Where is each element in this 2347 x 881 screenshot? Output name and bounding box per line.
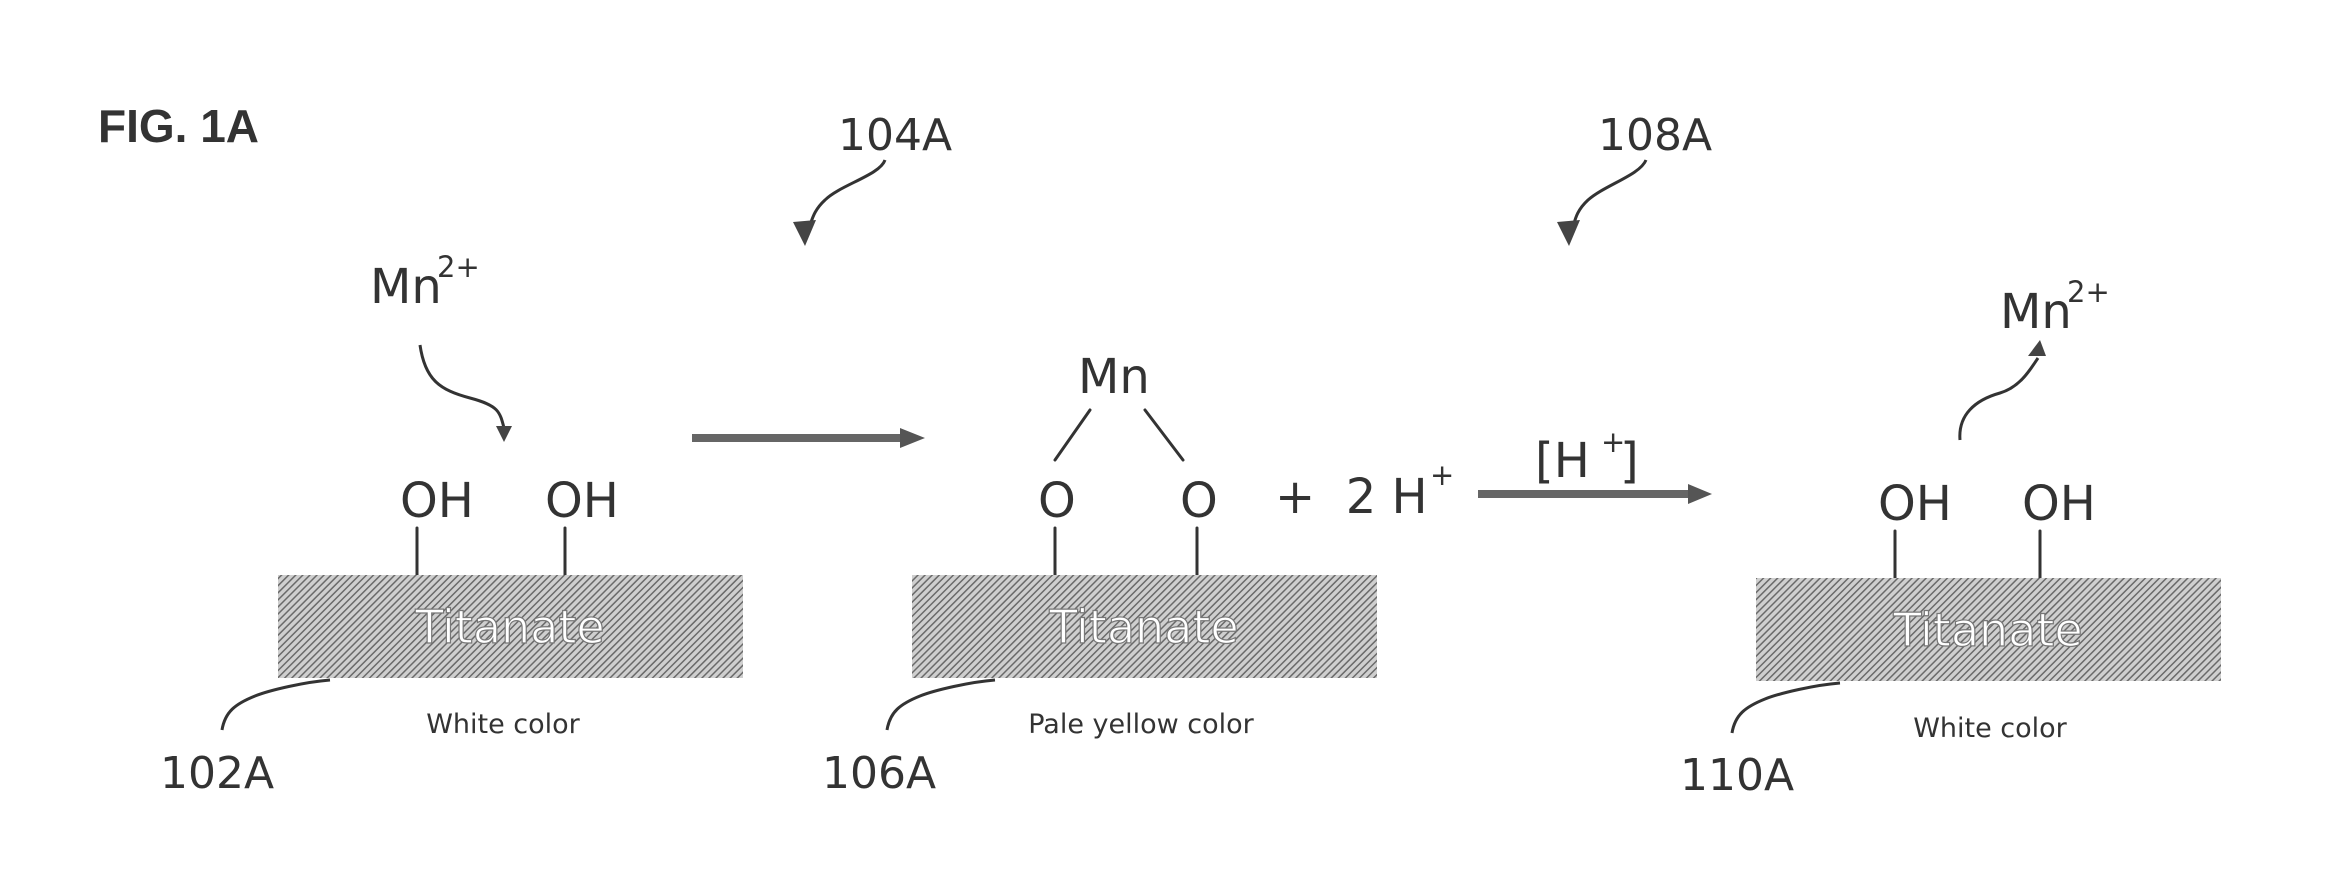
stage3-ion-arrowhead	[2028, 340, 2046, 356]
stage1-ion-arrowhead	[496, 426, 512, 442]
stage3-substrate-label: Titanate	[1892, 603, 2082, 657]
stage2-byproduct: + 2 H	[1275, 469, 1428, 525]
stage1-titanate-substrate	[278, 575, 743, 678]
leader-108a	[1557, 159, 1648, 246]
stage1-substrate-label: Titanate	[414, 600, 604, 654]
stage3-group-1: OH	[1878, 476, 1952, 532]
stage3-group-2: OH	[2022, 476, 2096, 532]
stage2-bond-mn-o1	[1053, 408, 1092, 462]
ref-label-102a: 102A	[160, 748, 274, 799]
ref-label-110a: 110A	[1680, 750, 1794, 801]
stage3-color-caption: White color	[1913, 713, 2067, 744]
stage1-ion-charge: 2+	[437, 250, 480, 284]
stage2-byproduct-charge: +	[1430, 458, 1454, 492]
condition-charge: +	[1601, 425, 1625, 459]
stage2-metal-symbol: Mn	[1078, 349, 1150, 405]
stage1-ion-symbol: Mn	[370, 259, 442, 315]
leader-110a	[1730, 681, 1841, 734]
condition-close: ]	[1620, 433, 1639, 489]
reaction-arrow-2: [H + ]	[1478, 425, 1712, 504]
ref-label-106a: 106A	[822, 748, 936, 799]
stage1-group: Mn 2+ OH OH Titanate White color 102A	[160, 250, 743, 799]
stage3-ion-symbol: Mn	[2000, 284, 2072, 340]
leader-102a	[220, 678, 331, 731]
leader-104a	[793, 159, 887, 246]
stage2-group: Mn O O Titanate Pale yellow color 106A +…	[822, 349, 1454, 799]
stage2-substrate-label: Titanate	[1048, 600, 1238, 654]
leader-106a	[885, 678, 996, 731]
stage1-group-2: OH	[545, 473, 619, 529]
stage3-group: Mn 2+ OH OH Titanate White color 110A	[1680, 275, 2221, 801]
condition-open: [H	[1535, 433, 1590, 489]
ref-label-104a: 104A	[838, 110, 952, 161]
stage1-color-caption: White color	[426, 709, 580, 740]
stage1-ion-approach-curve	[418, 344, 507, 433]
stage2-group-1: O	[1038, 473, 1076, 529]
stage2-group-2: O	[1180, 473, 1218, 529]
stage3-ion-release-curve	[1958, 357, 2040, 441]
stage3-ion-charge: 2+	[2067, 275, 2110, 309]
stage2-color-caption: Pale yellow color	[1028, 709, 1254, 740]
stage2-bond-mn-o2	[1143, 408, 1185, 462]
ref-label-108a: 108A	[1598, 110, 1712, 161]
stage2-titanate-substrate	[912, 575, 1377, 678]
figure-label: FIG. 1A	[98, 100, 259, 152]
stage3-titanate-substrate	[1756, 578, 2221, 681]
reaction-arrow-1	[692, 428, 925, 448]
stage1-group-1: OH	[400, 473, 474, 529]
